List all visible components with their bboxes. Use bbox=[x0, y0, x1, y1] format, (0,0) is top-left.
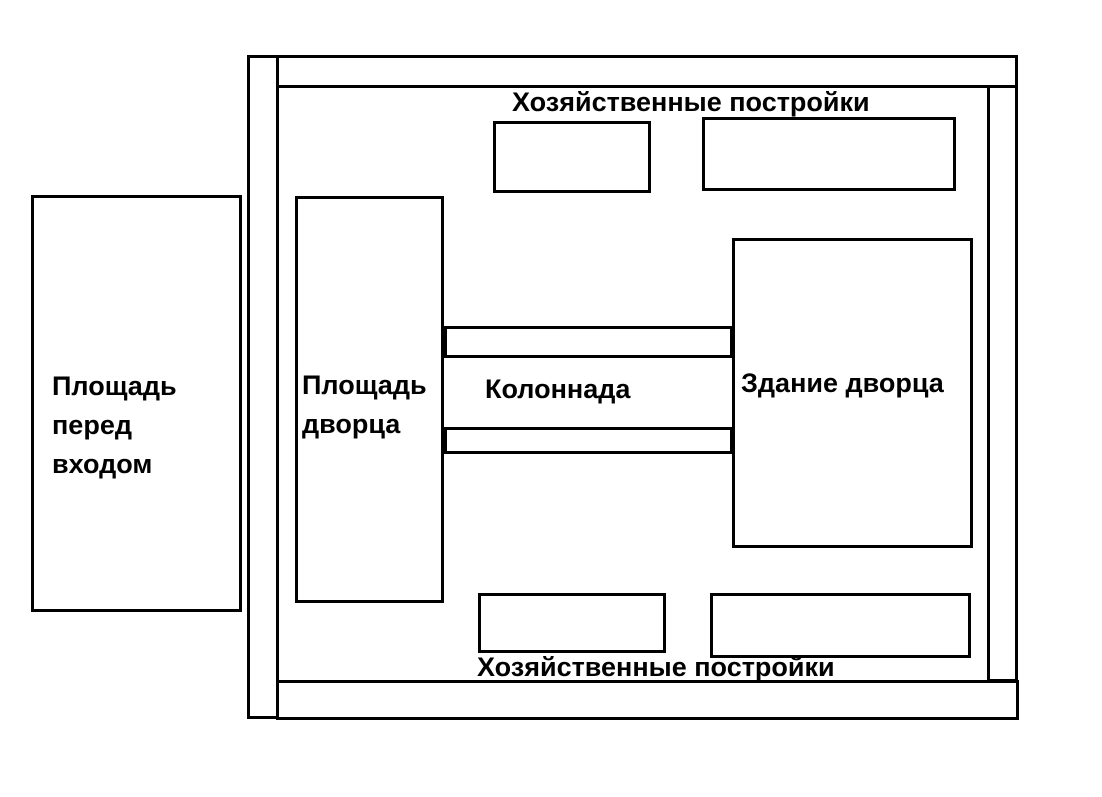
outbuildings-top-label: Хозяйственные постройки bbox=[512, 87, 870, 117]
entrance-square-area bbox=[31, 195, 242, 612]
wall-top bbox=[276, 55, 1018, 88]
palace-square-label: Площадь дворца bbox=[302, 370, 427, 440]
wall-right bbox=[987, 85, 1018, 682]
palace-square-area bbox=[295, 196, 444, 603]
outbuildings-bottom-label: Хозяйственные постройки bbox=[477, 652, 835, 682]
colonnade-label: Колоннада bbox=[485, 374, 631, 404]
outbuilding-bottom-right bbox=[710, 593, 971, 658]
palace-building-label: Здание дворца bbox=[741, 368, 944, 398]
colonnade-top-bar bbox=[444, 326, 733, 358]
entrance-square-label: Площадь перед входом bbox=[52, 371, 177, 480]
outbuilding-bottom-left bbox=[478, 593, 666, 653]
outbuilding-top-right bbox=[702, 117, 956, 191]
colonnade-bottom-bar bbox=[444, 427, 733, 454]
wall-left bbox=[247, 55, 279, 719]
palace-building-area bbox=[732, 238, 973, 548]
wall-bottom bbox=[276, 680, 1019, 720]
outbuilding-top-left bbox=[493, 121, 651, 193]
